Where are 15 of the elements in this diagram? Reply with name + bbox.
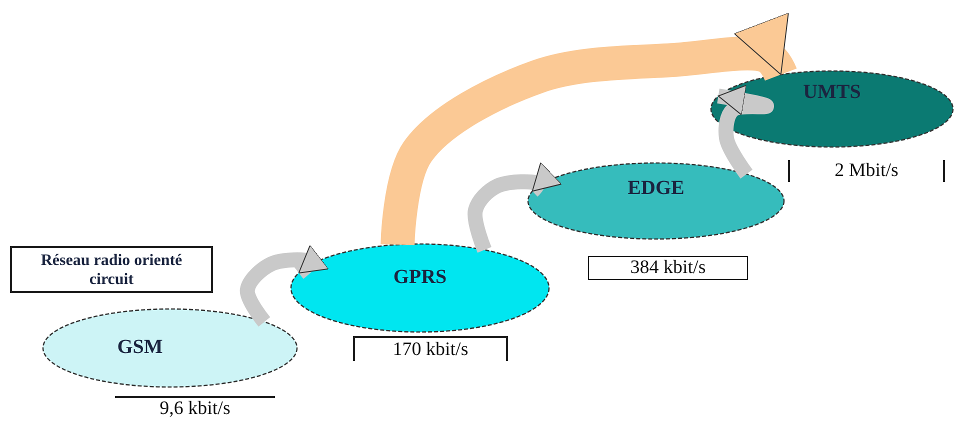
ellipse-node <box>527 162 785 240</box>
node-label: EDGE <box>626 177 686 200</box>
ellipse-node <box>42 308 298 388</box>
rate-label: 2 Mbit/s <box>788 160 945 182</box>
rate-label: 9,6 kbit/s <box>115 396 275 420</box>
ellipse-node <box>290 243 550 333</box>
note-text: Réseau radio orienté circuit <box>40 251 184 289</box>
rate-label: 384 kbit/s <box>588 256 748 280</box>
node-label: GSM <box>116 336 164 359</box>
ellipse-node <box>710 70 954 148</box>
node-label: GPRS <box>392 266 448 289</box>
node-label: UMTS <box>802 81 862 104</box>
text-box <box>10 246 213 293</box>
curved-arrow <box>717 84 774 179</box>
rate-label: 170 kbit/s <box>353 336 508 361</box>
